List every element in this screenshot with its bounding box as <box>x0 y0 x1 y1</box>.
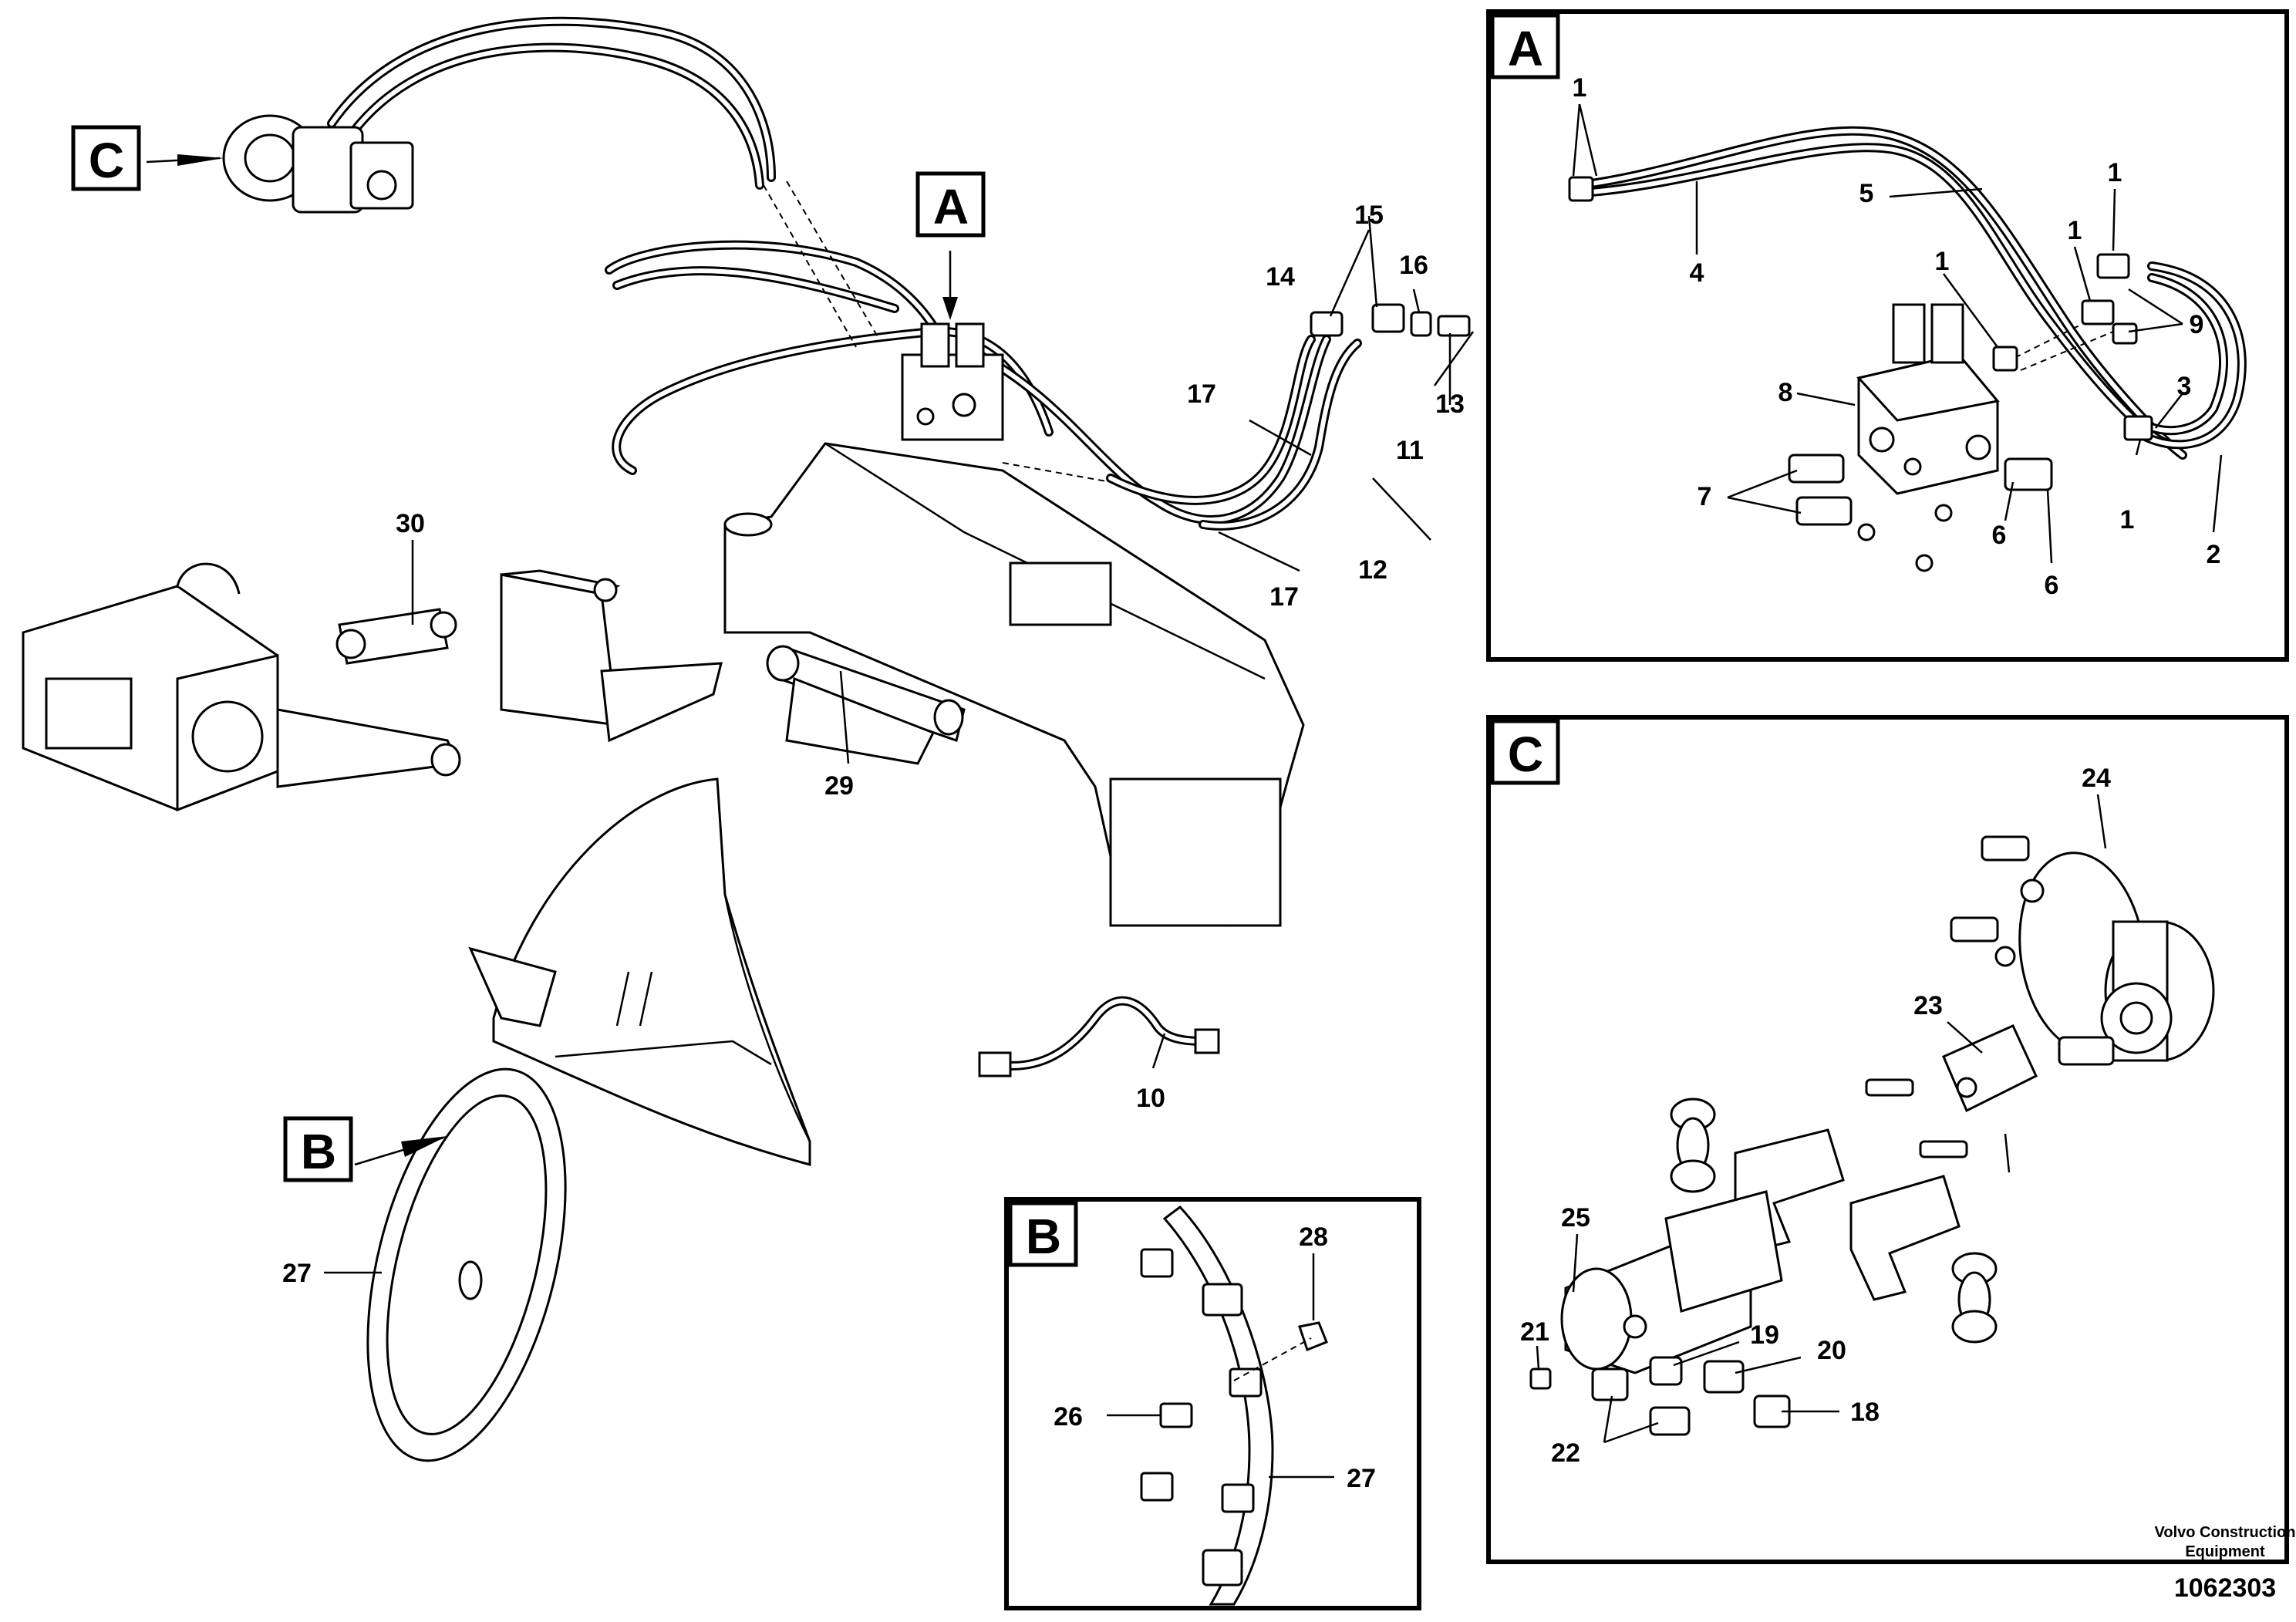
callout-14: 14 <box>1266 262 1295 292</box>
callout-a-1-mid: 1 <box>2068 216 2082 245</box>
callout-13: 13 <box>1435 389 1465 419</box>
callout-15: 15 <box>1354 201 1384 230</box>
callout-a-7: 7 <box>1698 482 1712 511</box>
callout-a-1-top: 1 <box>1573 73 1587 103</box>
callout-a-5: 5 <box>1859 179 1874 208</box>
saw-wheel-27 <box>366 1067 567 1462</box>
callout-b-26: 26 <box>1054 1402 1083 1431</box>
callout-30: 30 <box>396 509 425 538</box>
callout-17-upper: 17 <box>1187 379 1216 409</box>
panel-b-leader-lines <box>1107 1253 1334 1479</box>
callout-11: 11 <box>1396 436 1424 465</box>
panel-a-leader-lines <box>1572 103 2223 564</box>
panel-a-hoses <box>1576 126 2247 460</box>
main-assembly: C A B 15 14 16 13 11 17 12 17 30 29 10 2… <box>22 16 1475 1462</box>
callout-17-lower: 17 <box>1269 582 1299 612</box>
callout-c-20: 20 <box>1817 1336 1846 1365</box>
footer: Volvo Construction Equipment 1062303 <box>2155 1524 2296 1603</box>
callout-a-6-left: 6 <box>1992 521 2007 550</box>
callout-a-1-bottom: 1 <box>2120 505 2135 534</box>
detail-panel-a: A <box>1486 9 2289 662</box>
callout-a-8: 8 <box>1778 378 1793 407</box>
detail-panel-b: B 28 26 27 <box>1004 1197 1421 1610</box>
callout-27-main: 27 <box>282 1259 312 1288</box>
footer-company-line1: Volvo Construction <box>2155 1524 2296 1541</box>
boom-arm <box>723 442 1305 927</box>
callout-a-4: 4 <box>1690 258 1704 288</box>
callout-c-18: 18 <box>1850 1398 1880 1427</box>
callout-b-27: 27 <box>1347 1464 1376 1493</box>
callout-a-6-right: 6 <box>2045 571 2059 600</box>
callout-a-1-left: 1 <box>1935 247 1950 276</box>
detail-ref-c-label: C <box>89 133 124 188</box>
panel-c-pump-25 <box>1560 1190 1783 1374</box>
panel-c-callouts: 24 23 25 21 19 20 18 22 <box>1520 764 2111 1468</box>
callout-a-2: 2 <box>2207 540 2221 569</box>
panel-c-motor-flange <box>1950 835 2215 1062</box>
panel-b-callouts: 28 26 27 <box>1054 1222 1376 1493</box>
panel-c-leader-lines <box>1536 794 2107 1444</box>
callout-c-23: 23 <box>1913 991 1943 1020</box>
mounting-bracket <box>500 569 723 743</box>
panel-a-title: A <box>1508 21 1543 76</box>
detail-ref-b-label: B <box>301 1124 336 1179</box>
callout-a-1-right: 1 <box>2108 158 2122 187</box>
callout-b-28: 28 <box>1299 1222 1328 1252</box>
callout-c-21: 21 <box>1520 1317 1549 1347</box>
hydraulic-cylinder-29 <box>766 645 966 765</box>
callout-29: 29 <box>824 771 854 801</box>
valve-block <box>901 322 1004 441</box>
drive-housing <box>22 562 461 812</box>
panel-c-title: C <box>1508 727 1543 782</box>
callout-a-9: 9 <box>2190 310 2204 339</box>
callout-c-19: 19 <box>1750 1320 1779 1350</box>
panel-a-valve-block <box>1856 303 2000 495</box>
hydraulic-hoses-main <box>327 16 1362 531</box>
fittings-11-16 <box>1310 303 1471 337</box>
callout-a-3: 3 <box>2177 372 2192 401</box>
saw-guard <box>468 777 811 1166</box>
callout-16: 16 <box>1399 251 1428 280</box>
panel-a-callouts: 1 4 5 1 1 1 9 3 8 7 1 2 6 6 <box>1573 73 2221 600</box>
main-leader-lines <box>146 154 1475 1274</box>
cylinder-30 <box>335 608 457 665</box>
main-callouts: 15 14 16 13 11 17 12 17 30 29 10 27 <box>282 201 1465 1288</box>
callout-12: 12 <box>1358 555 1387 585</box>
callout-10: 10 <box>1136 1084 1165 1113</box>
footer-company-line2: Equipment <box>2185 1543 2265 1560</box>
detail-panel-c: C <box>1486 715 2289 1564</box>
drawing-number: 1062303 <box>2174 1573 2276 1603</box>
detail-ref-c: C <box>71 125 141 191</box>
wiring-harness-10 <box>978 996 1220 1077</box>
detail-ref-a-label: A <box>933 179 969 234</box>
panel-c-coupling <box>1942 1024 2115 1173</box>
callout-c-24: 24 <box>2082 764 2111 793</box>
detail-ref-b: B <box>283 1116 353 1182</box>
detail-ref-a: A <box>915 171 986 238</box>
callout-c-22: 22 <box>1551 1438 1580 1468</box>
panel-b-title: B <box>1026 1209 1061 1264</box>
panel-b-wheel-segment <box>1140 1205 1328 1606</box>
callout-c-25: 25 <box>1561 1203 1590 1233</box>
panel-a-fittings <box>1568 176 2153 572</box>
panel-c-fittings <box>1529 1356 1791 1436</box>
hydraulic-motor <box>222 114 414 214</box>
